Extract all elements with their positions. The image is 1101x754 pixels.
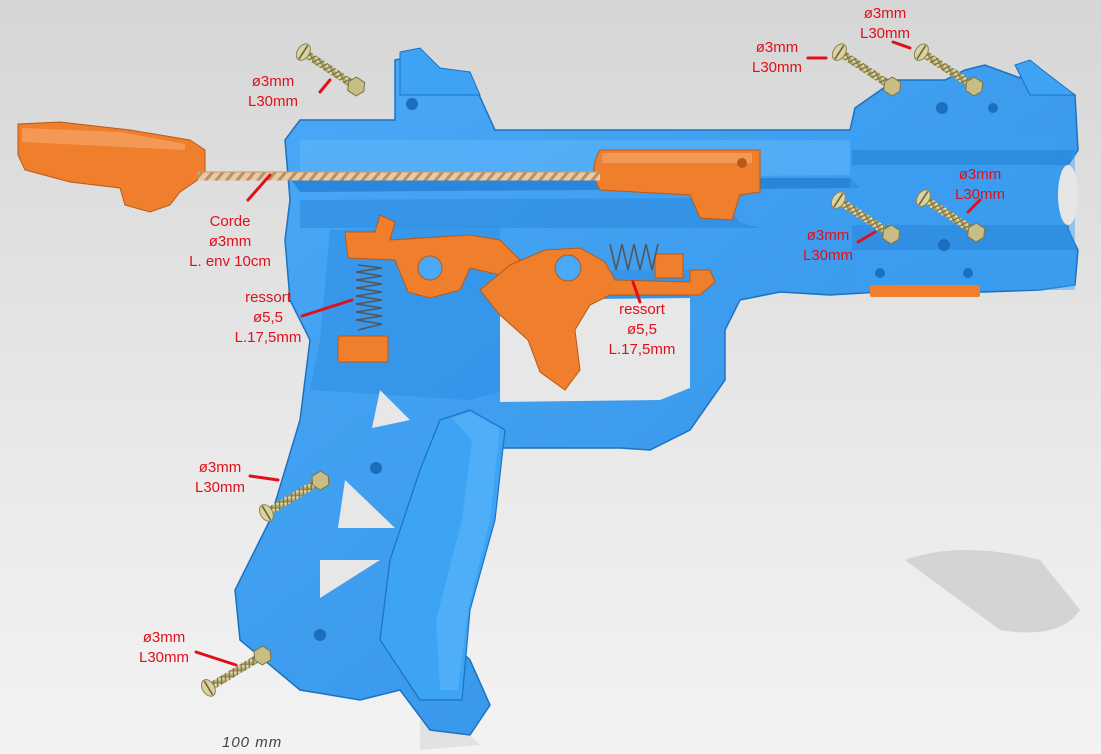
leader-lines — [194, 40, 982, 667]
pull-tab — [17, 121, 206, 213]
cord — [198, 171, 600, 181]
spring-seat — [337, 335, 389, 363]
spring-left — [355, 264, 383, 331]
trigger-part — [479, 247, 716, 391]
slide-plunger — [593, 149, 761, 221]
spring-right — [609, 243, 659, 271]
scale-label: 100 mm — [222, 734, 283, 751]
